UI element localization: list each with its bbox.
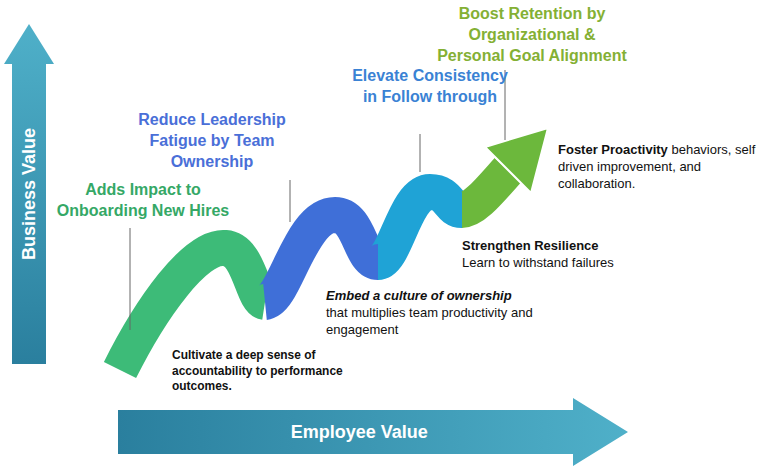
benefit-note: Strengthen ResilienceLearn to withstand … <box>462 238 662 272</box>
ribbon-outline <box>120 170 508 370</box>
emphasis-text: Elevate Consistency in Follow through <box>350 66 510 108</box>
ribbon-edge <box>120 170 508 370</box>
benefit-note: Cultivate a deep sense of accountability… <box>172 348 392 395</box>
emphasis-text: Cultivate a deep sense of accountability… <box>172 348 392 395</box>
emphasis-text: Reduce Leadership Fatigue by Team Owners… <box>132 110 292 172</box>
benefit-heading: Adds Impact to Onboarding New Hires <box>54 180 232 222</box>
emphasis-text: Embed a culture of ownership <box>326 288 566 305</box>
emphasis-text: Foster Proactivity <box>558 142 668 157</box>
emphasis-text: Strengthen Resilience <box>462 238 662 255</box>
leader-line <box>420 134 421 172</box>
benefit-heading: Elevate Consistency in Follow through <box>350 66 510 108</box>
axis-label: Employee Value <box>291 422 428 443</box>
emphasis-text: Adds Impact to Onboarding New Hires <box>54 180 232 222</box>
benefit-heading: Reduce Leadership Fatigue by Team Owners… <box>132 110 292 172</box>
emphasis-text: Boost Retention by Organizational & Pers… <box>437 4 627 66</box>
axis-arrow: Business Value <box>4 24 54 364</box>
ribbon-arrow-head <box>485 128 548 193</box>
arrow-body <box>4 24 54 364</box>
leader-line <box>130 228 131 330</box>
body-text: that multiplies team productivity and en… <box>326 305 566 339</box>
axis-arrow: Employee Value <box>118 398 628 466</box>
benefit-heading: Boost Retention by Organizational & Pers… <box>437 4 627 66</box>
leader-line <box>290 180 291 222</box>
ribbon-cyan <box>378 192 462 262</box>
benefit-note: Embed a culture of ownershipthat multipl… <box>326 288 566 339</box>
body-text: Learn to withstand failures <box>462 255 662 272</box>
axis-label: Business Value <box>19 128 40 260</box>
ribbon-arrow-shaft <box>462 170 508 210</box>
arrow-body <box>118 398 628 466</box>
benefit-note: Foster Proactivitybehaviors, self driven… <box>558 142 763 193</box>
